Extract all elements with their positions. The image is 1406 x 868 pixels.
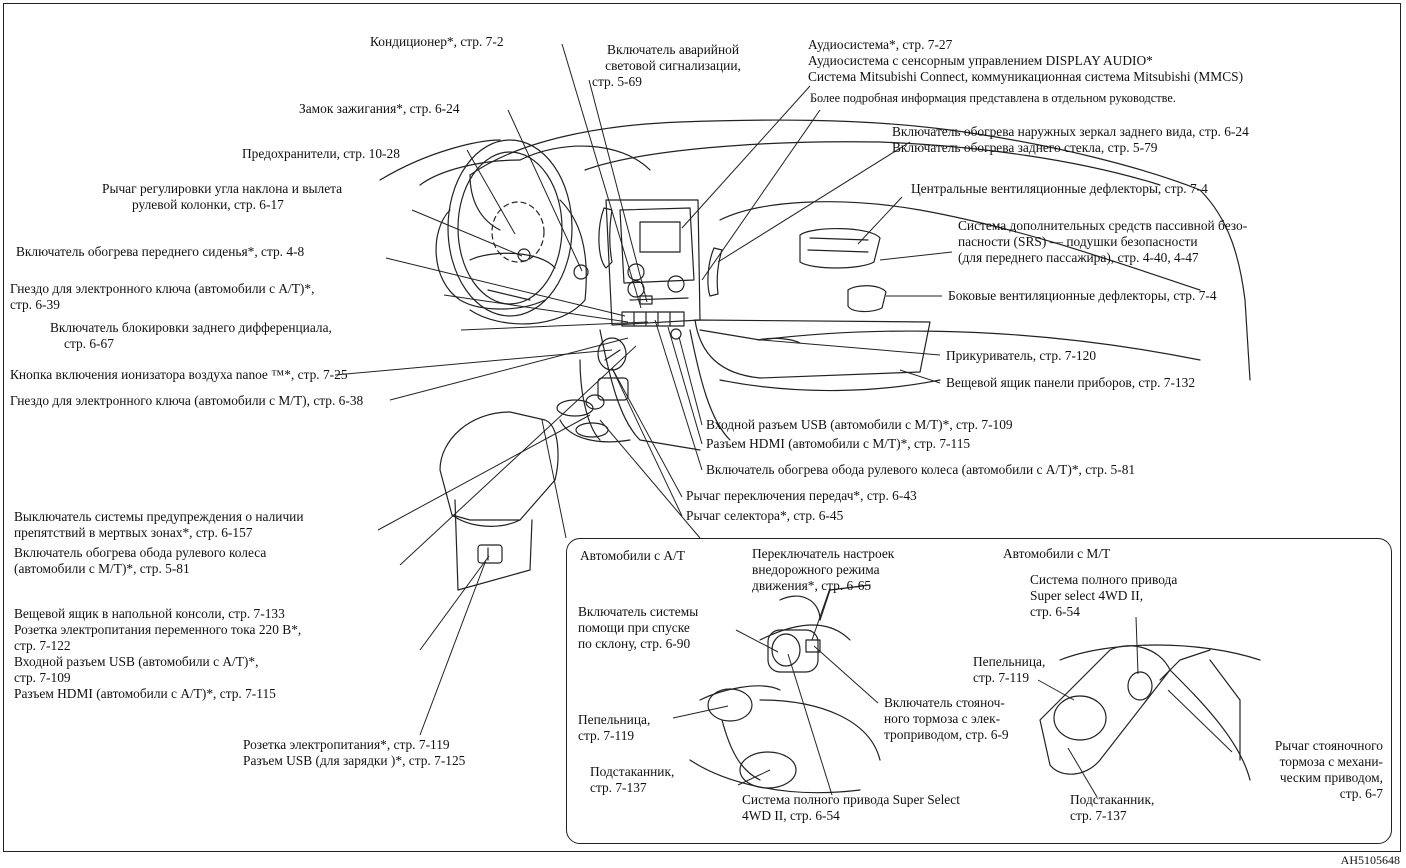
label-line: Система дополнительных средств пассивной… bbox=[958, 218, 1248, 233]
label-line: Розетка электропитания переменного тока … bbox=[14, 622, 302, 637]
label-line: Переключатель настроек bbox=[752, 546, 895, 561]
label-line: стр. 7-137 bbox=[1070, 808, 1127, 823]
label-line: ческим приводом, bbox=[1279, 770, 1383, 785]
label-ashtray-at: Пепельница, стр. 7-119 bbox=[578, 712, 650, 744]
label-ashtray-mt: Пепельница, стр. 7-119 bbox=[973, 654, 1045, 686]
label-line: Розетка электропитания*, стр. 7-119 bbox=[243, 737, 450, 752]
figure-code: AH5105648 bbox=[1340, 853, 1400, 867]
label-line: (для переднего пассажира), стр. 4-40, 4-… bbox=[958, 250, 1199, 265]
label-line: стр. 5-69 bbox=[592, 74, 642, 89]
label-rear-diff-lock: Включатель блокировки заднего дифференци… bbox=[50, 320, 332, 352]
label-line: стр. 7-122 bbox=[14, 638, 71, 653]
label-fuses: Предохранители, стр. 10-28 bbox=[242, 146, 400, 161]
label-gear-lever: Рычаг переключения передач*, стр. 6-43 bbox=[686, 488, 917, 503]
label-line: Включатель блокировки заднего дифференци… bbox=[50, 320, 332, 335]
label-super-select-at: Система полного привода Super Select 4WD… bbox=[742, 792, 960, 824]
label-ignition-switch: Замок зажигания*, стр. 6-24 bbox=[299, 101, 460, 116]
label-line: внедорожного режима bbox=[752, 562, 880, 577]
label-line: Подстаканник, bbox=[1070, 792, 1155, 807]
label-line: Включатель стояноч- bbox=[884, 695, 1005, 710]
label-center-vents: Центральные вентиляционные дефлекторы, с… bbox=[911, 181, 1208, 196]
label-srs-airbag: Система дополнительных средств пассивной… bbox=[958, 218, 1247, 266]
label-line: стр. 7-119 bbox=[973, 670, 1030, 685]
label-line: Система полного привода bbox=[1030, 572, 1178, 587]
label-line: Включатель системы bbox=[578, 604, 699, 619]
label-line: Выключатель системы предупреждения о нал… bbox=[14, 509, 304, 524]
label-wheel-heater-at: Включатель обогрева обода рулевого колес… bbox=[706, 462, 1136, 477]
label-blind-spot-switch: Выключатель системы предупреждения о нал… bbox=[14, 509, 304, 541]
label-line: 4WD II, стр. 6-54 bbox=[742, 808, 840, 823]
label-line: Рычаг стояночного bbox=[1274, 738, 1383, 753]
label-mirror-rear-defog: Включатель обогрева наружных зеркал задн… bbox=[892, 124, 1249, 156]
label-line: стр. 7-109 bbox=[14, 670, 71, 685]
label-line: препятствий в мертвых зонах*, стр. 6-157 bbox=[14, 525, 253, 540]
label-line: Включатель обогрева наружных зеркал задн… bbox=[892, 124, 1249, 139]
label-line: Система Mitsubishi Connect, коммуникацио… bbox=[808, 69, 1244, 84]
label-line: Включатель аварийной bbox=[607, 42, 739, 57]
label-glove-box: Вещевой ящик панели приборов, стр. 7-132 bbox=[946, 375, 1196, 390]
label-line: помощи при спуске bbox=[578, 620, 690, 635]
label-line: Super select 4WD II, bbox=[1030, 588, 1144, 603]
label-offroad-mode: Переключатель настроек внедорожного режи… bbox=[752, 546, 894, 594]
label-line: стр. 6-67 bbox=[64, 336, 114, 351]
label-audio-note: Более подробная информация представлена … bbox=[810, 91, 1176, 105]
label-line: пасности (SRS) — подушки безопасности bbox=[958, 234, 1198, 249]
label-ionizer-button: Кнопка включения ионизатора воздуха nano… bbox=[10, 367, 348, 382]
label-line: Подстаканник, bbox=[590, 764, 675, 779]
label-cupholder-at: Подстаканник, стр. 7-137 bbox=[590, 764, 674, 796]
label-line: Разъем USB (для зарядки )*, стр. 7-125 bbox=[243, 753, 466, 768]
label-line: Рычаг регулировки угла наклона и вылета bbox=[102, 181, 343, 196]
label-line: световой сигнализации, bbox=[605, 58, 741, 73]
label-line: Аудиосистема*, стр. 7-27 bbox=[808, 37, 953, 52]
label-line: стр. 6-54 bbox=[1030, 604, 1080, 619]
label-key-slot-at: Гнездо для электронного ключа (автомобил… bbox=[10, 281, 314, 313]
label-line: Пепельница, bbox=[973, 654, 1046, 669]
figure-frame bbox=[3, 3, 1401, 852]
label-line: Система полного привода Super Select bbox=[742, 792, 960, 807]
label-line: троприводом, стр. 6-9 bbox=[884, 727, 1009, 742]
label-line: Аудиосистема с сенсорным управлением DIS… bbox=[808, 53, 1153, 68]
label-epb: Включатель стояноч- ного тормоза с элек-… bbox=[884, 695, 1009, 743]
label-line: по склону, стр. 6-90 bbox=[578, 636, 691, 651]
label-key-slot-mt: Гнездо для электронного ключа (автомобил… bbox=[10, 393, 364, 408]
label-line: рулевой колонки, стр. 6-17 bbox=[132, 197, 284, 212]
label-air-conditioner: Кондиционер*, стр. 7-2 bbox=[370, 34, 504, 49]
label-line: Включатель обогрева заднего стекла, стр.… bbox=[892, 140, 1158, 155]
label-steering-column-lever: Рычаг регулировки угла наклона и вылета … bbox=[102, 181, 342, 213]
label-line: стр. 6-7 bbox=[1339, 786, 1383, 801]
label-line: Гнездо для электронного ключа (автомобил… bbox=[10, 281, 315, 296]
label-line: стр. 7-119 bbox=[578, 728, 635, 743]
inset-title-mt: Автомобили с M/T bbox=[1003, 546, 1111, 561]
label-hazard-switch: Включатель аварийной световой сигнализац… bbox=[588, 42, 758, 90]
label-super-select-mt: Система полного привода Super select 4WD… bbox=[1030, 572, 1177, 620]
label-selector-lever: Рычаг селектора*, стр. 6-45 bbox=[686, 508, 844, 523]
label-power-outlet: Розетка электропитания*, стр. 7-119 Разъ… bbox=[243, 737, 465, 769]
label-line: движения*, стр. 6-65 bbox=[752, 578, 872, 593]
label-line: Вещевой ящик в напольной консоли, стр. 7… bbox=[14, 606, 285, 621]
label-floor-console-box: Вещевой ящик в напольной консоли, стр. 7… bbox=[14, 606, 301, 702]
label-usb-mt: Входной разъем USB (автомобили с M/T)*, … bbox=[706, 417, 1013, 432]
label-line: (автомобили с M/T)*, стр. 5-81 bbox=[14, 561, 190, 576]
label-line: стр. 6-39 bbox=[10, 297, 60, 312]
label-audio: Аудиосистема*, стр. 7-27 Аудиосистема с … bbox=[808, 37, 1243, 85]
label-line: Разъем HDMI (автомобили с A/T)*, стр. 7-… bbox=[14, 686, 276, 701]
label-line: Входной разъем USB (автомобили с A/T)*, bbox=[14, 654, 259, 669]
label-parking-brake-lever: Рычаг стояночного тормоза с механи- ческ… bbox=[1225, 738, 1383, 802]
label-side-vents: Боковые вентиляционные дефлекторы, стр. … bbox=[948, 288, 1217, 303]
label-cigarette-lighter: Прикуриватель, стр. 7-120 bbox=[946, 348, 1097, 363]
label-line: стр. 7-137 bbox=[590, 780, 647, 795]
inset-box bbox=[566, 538, 1392, 844]
inset-title-at: Автомобили с A/T bbox=[580, 548, 685, 563]
label-cupholder-mt: Подстаканник, стр. 7-137 bbox=[1070, 792, 1154, 824]
label-hill-descent: Включатель системы помощи при спуске по … bbox=[578, 604, 698, 652]
label-hdmi-mt: Разъем HDMI (автомобили с M/T)*, стр. 7-… bbox=[706, 436, 971, 451]
label-wheel-heater-mt: Включатель обогрева обода рулевого колес… bbox=[14, 545, 266, 577]
label-line: тормоза с механи- bbox=[1279, 754, 1383, 769]
label-front-seat-heater: Включатель обогрева переднего сиденья*, … bbox=[16, 244, 305, 259]
label-line: Включатель обогрева обода рулевого колес… bbox=[14, 545, 267, 560]
label-line: Пепельница, bbox=[578, 712, 651, 727]
label-line: ного тормоза с элек- bbox=[884, 711, 1001, 726]
